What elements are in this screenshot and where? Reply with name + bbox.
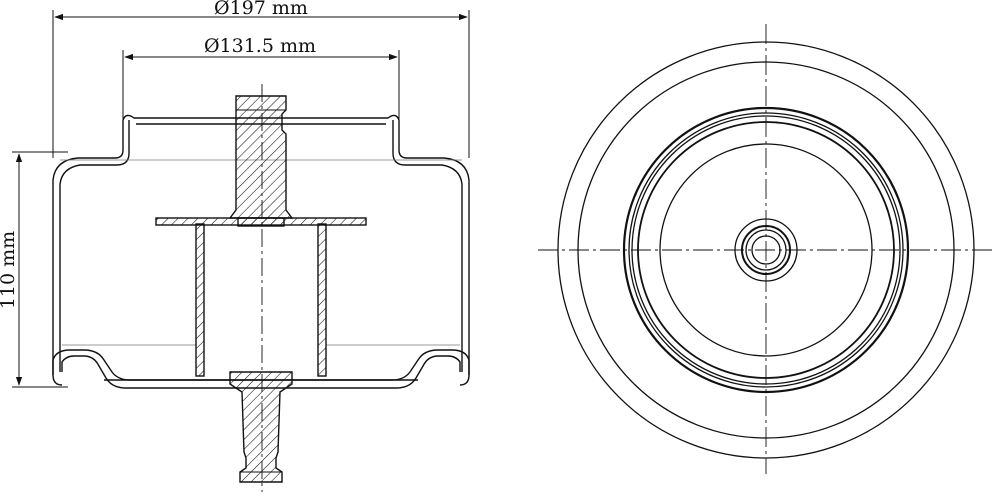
dimension-lines [12,10,470,388]
top-stud [228,95,294,219]
outer-diameter-label: Ø197 mm [214,0,308,19]
plan-view [538,24,996,474]
section-view [52,84,470,492]
inner-tube [195,223,327,377]
height-label: 110 mm [0,231,19,309]
inner-diameter-label: Ø131.5 mm [204,35,316,57]
bottom-stud [229,371,293,483]
